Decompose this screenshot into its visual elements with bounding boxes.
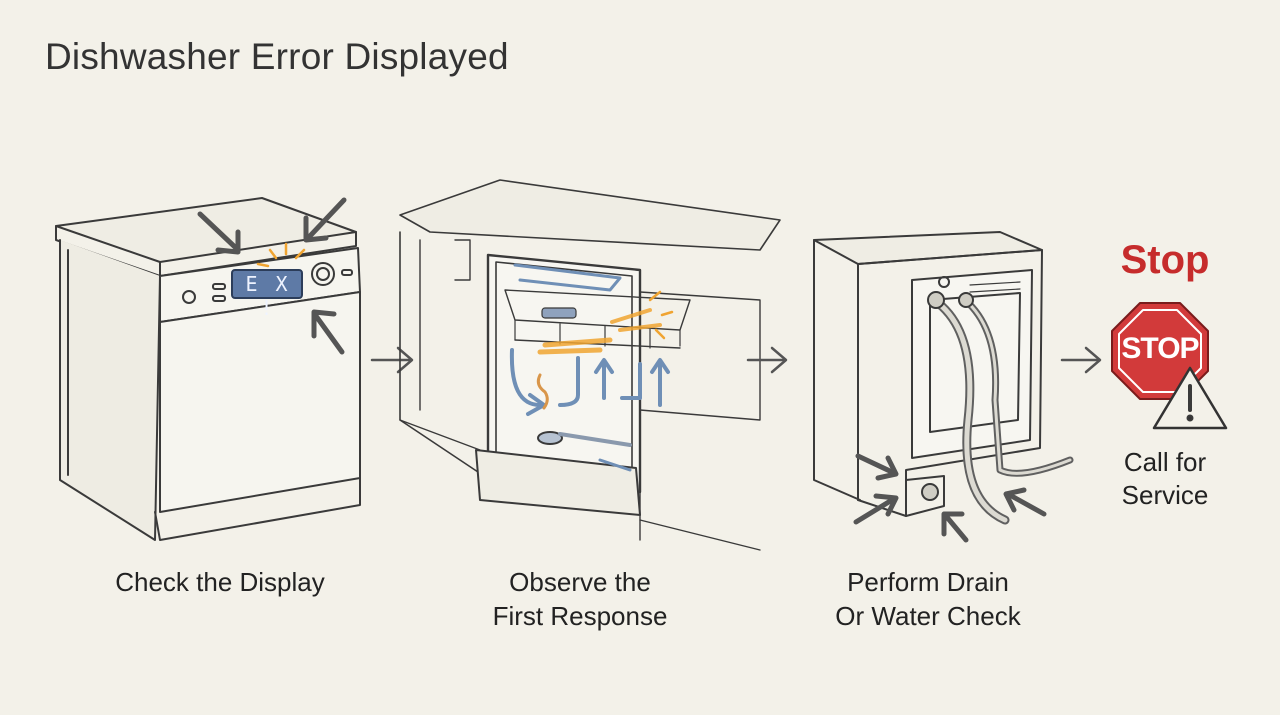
step-1-caption: Check the Display [115, 567, 325, 597]
stop-heading: Stop [1120, 238, 1210, 282]
diagram-title: Dishwasher Error Displayed [45, 36, 509, 77]
stop-sign-label: STOP [1121, 332, 1199, 365]
right-arrow-icon [746, 346, 788, 374]
warning-triangle-icon [1152, 366, 1228, 430]
open-dishwasher-interior-icon [399, 179, 781, 551]
dishwasher-rear-hoses-icon [813, 231, 1074, 543]
right-arrow-icon [1060, 346, 1102, 374]
right-arrow-icon [370, 346, 414, 374]
dishwasher-front-icon [55, 197, 361, 541]
error-code-display: E X ! [245, 272, 291, 320]
